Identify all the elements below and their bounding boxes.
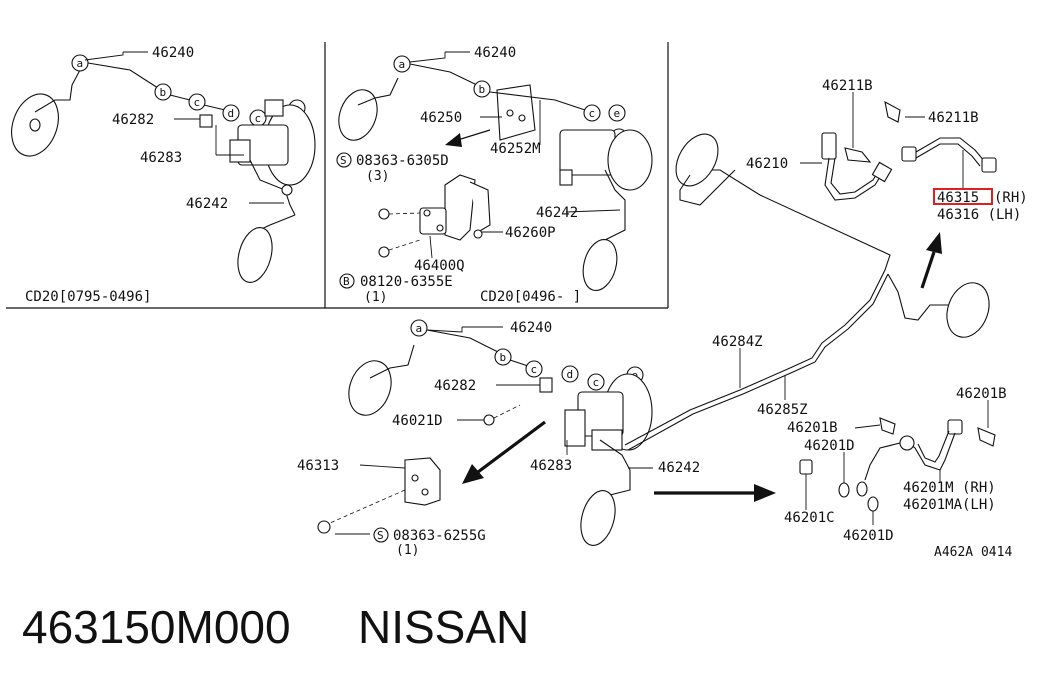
front-hose-group (799, 400, 996, 525)
label-46211B-b: 46211B (928, 110, 979, 126)
brand-name: NISSAN (358, 601, 530, 653)
marker-b-bolt: B (343, 275, 350, 288)
marker-d: d (567, 368, 574, 381)
label-46315-side: (RH) (994, 190, 1028, 206)
label-46315: 46315 (937, 190, 979, 206)
marker-d: d (228, 107, 235, 120)
main-assembly: a b c d c e c (317, 133, 990, 546)
highlight-box (933, 188, 993, 205)
label-46282: 46282 (112, 112, 154, 128)
marker-b: b (500, 351, 507, 364)
highlighted-part-46315: 46315 (RH) (933, 188, 1028, 206)
marker-c: c (194, 96, 201, 109)
panel-caption-right: CD20[0496- ] (480, 289, 581, 305)
label-46316: 46316 (LH) (937, 207, 1021, 223)
label-46201C: 46201C (784, 510, 835, 526)
label-46282-main: 46282 (434, 378, 476, 394)
marker-b: b (479, 83, 486, 96)
label-qty-3: (3) (366, 169, 389, 184)
marker-c: c (589, 107, 596, 120)
direction-arrows (462, 232, 942, 502)
label-46201MA: 46201MA(LH) (903, 497, 996, 513)
label-46240-inset: 46240 (474, 45, 516, 61)
label-08363-6255G: 08363-6255G (393, 528, 486, 544)
label-46285Z: 46285Z (757, 402, 808, 418)
label-46400Q: 46400Q (414, 258, 465, 274)
marker-c: c (255, 112, 262, 125)
part-number: 463150M000 (22, 601, 291, 653)
label-46201B-b: 46201B (787, 420, 838, 436)
marker-a: a (399, 58, 406, 71)
top-right-panel: a b c e c (338, 51, 653, 292)
label-46313: 46313 (297, 458, 339, 474)
marker-s: S (340, 154, 347, 167)
label-46201M: 46201M (RH) (903, 480, 996, 496)
label-46283: 46283 (140, 150, 182, 166)
label-08120-6355E: 08120-6355E (360, 274, 453, 290)
marker-s: S (377, 529, 384, 542)
label-46283-main: 46283 (530, 458, 572, 474)
marker-e: e (614, 107, 621, 120)
top-left-panel: a b c d c e (11, 51, 316, 283)
label-46211B-a: 46211B (822, 78, 873, 94)
label-46242: 46242 (186, 196, 228, 212)
label-46210: 46210 (746, 156, 788, 172)
label-46242-inset: 46242 (536, 205, 578, 221)
label-46201D-a: 46201D (804, 438, 855, 454)
marker-c: c (593, 376, 600, 389)
label-qty-1: (1) (364, 290, 387, 305)
label-46201D-b: 46201D (843, 528, 894, 544)
label-46250: 46250 (420, 110, 462, 126)
label-46284Z: 46284Z (712, 334, 763, 350)
label-qty-1-main: (1) (396, 543, 419, 558)
label-46240: 46240 (152, 45, 194, 61)
marker-c: c (531, 363, 538, 376)
label-46260P: 46260P (505, 225, 556, 241)
marker-a: a (416, 322, 423, 335)
label-46242-main: 46242 (658, 460, 700, 476)
rear-hose-group (800, 92, 997, 201)
diagram-code: A462A 0414 (934, 545, 1012, 560)
label-46201B-a: 46201B (956, 386, 1007, 402)
panel-caption-left: CD20[0795-0496] (25, 289, 151, 305)
inset-panel-frame (6, 42, 669, 309)
marker-b: b (160, 86, 167, 99)
label-08363-6305D: 08363-6305D (356, 153, 449, 169)
label-46240-main: 46240 (510, 320, 552, 336)
marker-a: a (77, 57, 84, 70)
label-46021D: 46021D (392, 413, 443, 429)
label-46252M: 46252M (490, 141, 541, 157)
